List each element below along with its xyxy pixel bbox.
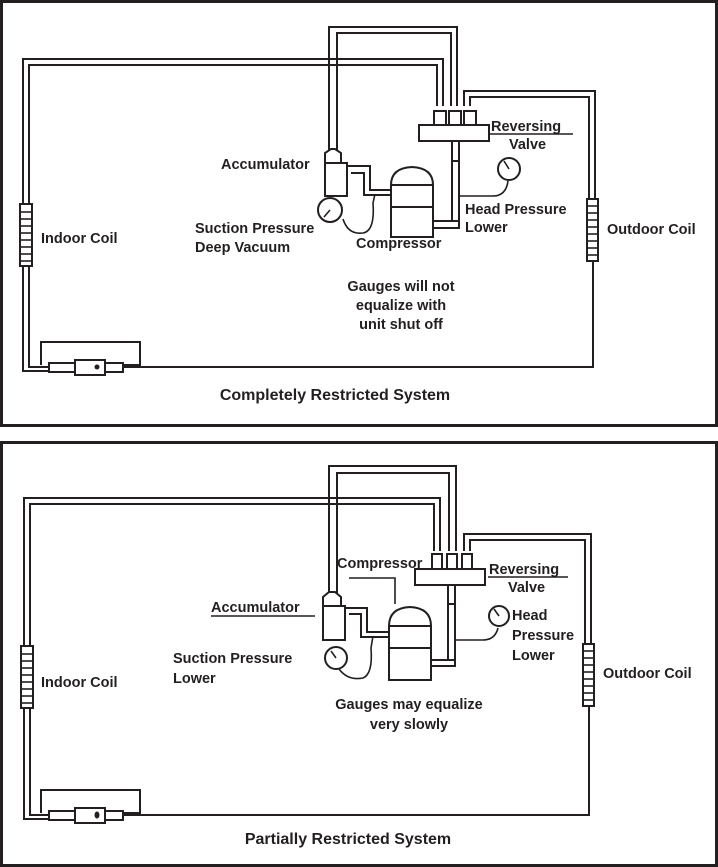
suction-line-to-indoor-coil xyxy=(22,58,444,204)
valve-port xyxy=(431,553,443,570)
indoor-coil xyxy=(19,203,33,267)
metering-device xyxy=(40,341,141,376)
outdoor-coil-label: Outdoor Coil xyxy=(607,222,696,238)
accumulator-label: Accumulator xyxy=(221,157,310,173)
suction-line-to-indoor-coil xyxy=(23,497,441,646)
indoor-coil xyxy=(20,645,34,709)
suction-pressure-label: Suction Pressure xyxy=(173,651,292,667)
note-line-2: equalize with xyxy=(356,298,446,314)
reversing-valve xyxy=(418,124,490,142)
note-line-2: very slowly xyxy=(370,717,448,733)
discharge-line xyxy=(433,141,460,229)
valve-port xyxy=(433,110,447,126)
diagram-partially-restricted: Compressor Accumulator Reversing Valve H… xyxy=(0,441,718,867)
outdoor-coil-line xyxy=(463,533,592,644)
suction-pressure-reading: Lower xyxy=(173,671,216,687)
head-pressure-label-2: Pressure xyxy=(512,628,574,644)
liquid-line xyxy=(22,261,594,372)
head-pressure-label: Head Pressure xyxy=(465,202,567,218)
accumulator xyxy=(324,148,348,197)
note-line-1: Gauges will not xyxy=(347,279,454,295)
accumulator xyxy=(322,591,346,641)
suction-pressure-gauge xyxy=(324,646,348,670)
valve-port xyxy=(448,110,462,126)
head-gauge-hose xyxy=(459,180,509,197)
compressor-label: Compressor xyxy=(337,556,423,572)
head-pressure-reading: Lower xyxy=(465,220,508,236)
indoor-coil-label: Indoor Coil xyxy=(41,675,118,691)
compressor-label: Compressor xyxy=(356,236,442,252)
liquid-line xyxy=(23,706,590,820)
reversing-valve-label: Reversing xyxy=(491,119,561,135)
valve-port xyxy=(461,553,473,570)
metering-device xyxy=(40,789,141,824)
note-line-3: unit shut off xyxy=(359,317,443,333)
compressor-leader xyxy=(349,577,396,604)
suction-gauge-hose xyxy=(342,193,376,235)
compressor xyxy=(389,165,435,238)
refrigeration-circuit-diagram: Compressor Accumulator Reversing Valve H… xyxy=(20,465,692,848)
accumulator-line xyxy=(328,465,457,595)
suction-pressure-label: Suction Pressure xyxy=(195,221,314,237)
reversing-valve-label: Reversing xyxy=(489,562,559,578)
valve-port xyxy=(446,553,458,570)
head-pressure-label: Head xyxy=(512,608,547,624)
note-line-1: Gauges may equalize xyxy=(335,697,482,713)
suction-pressure-reading: Deep Vacuum xyxy=(195,240,290,256)
outdoor-coil-line xyxy=(463,90,596,199)
discharge-line xyxy=(431,585,456,667)
head-gauge-hose xyxy=(455,627,499,641)
head-pressure-reading: Lower xyxy=(512,648,555,664)
accumulator-line xyxy=(328,26,458,153)
outdoor-coil xyxy=(586,198,599,262)
accumulator-label: Accumulator xyxy=(211,600,300,616)
diagram-caption: Partially Restricted System xyxy=(245,831,451,848)
reversing-valve-label-2: Valve xyxy=(509,137,546,153)
suction-pressure-gauge xyxy=(317,197,343,223)
diagram-completely-restricted: Accumulator Reversing Valve Suction Pres… xyxy=(0,0,718,427)
diagram-caption: Completely Restricted System xyxy=(220,387,450,404)
suction-gauge-hose xyxy=(338,635,374,680)
head-pressure-gauge xyxy=(488,605,510,627)
reversing-valve xyxy=(414,568,486,586)
outdoor-coil xyxy=(582,643,595,707)
head-pressure-gauge xyxy=(497,157,521,181)
valve-port xyxy=(463,110,477,126)
indoor-coil-label: Indoor Coil xyxy=(41,231,118,247)
reversing-valve-label-2: Valve xyxy=(508,580,545,596)
compressor xyxy=(387,605,433,681)
suction-line xyxy=(345,607,389,638)
refrigeration-circuit-diagram: Accumulator Reversing Valve Suction Pres… xyxy=(19,26,696,404)
suction-line xyxy=(347,165,391,196)
outdoor-coil-label: Outdoor Coil xyxy=(603,666,692,682)
